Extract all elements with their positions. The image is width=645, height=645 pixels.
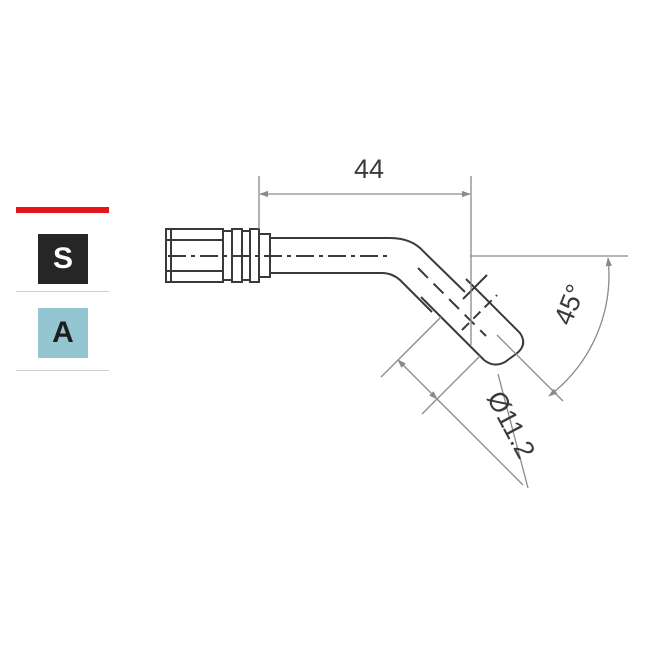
length-label: 44 xyxy=(354,154,384,184)
legend-row-s: S xyxy=(16,213,109,291)
variant-legend: S A xyxy=(16,207,109,371)
dimension-lines xyxy=(259,190,613,486)
angle-label: 45° xyxy=(548,280,591,329)
badge-a: A xyxy=(38,308,88,358)
end-fitting xyxy=(420,274,525,366)
badge-s: S xyxy=(38,234,88,284)
legend-row-a: A xyxy=(16,291,109,371)
extension-lines xyxy=(258,176,628,489)
legend-accent-bar xyxy=(16,207,109,213)
diameter-dimension-line xyxy=(397,359,438,400)
angle-dimension-arc xyxy=(548,257,613,397)
bent-tube xyxy=(270,237,466,313)
centerlines xyxy=(168,255,498,337)
